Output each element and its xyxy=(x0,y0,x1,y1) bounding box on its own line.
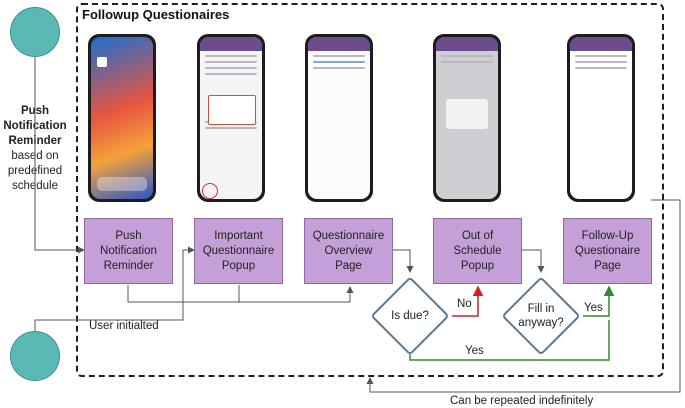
is-due-decision: Is due? xyxy=(370,276,450,356)
phone-form xyxy=(567,34,635,202)
phone-home-screen xyxy=(88,34,156,202)
schedule-popup xyxy=(446,99,488,129)
dock xyxy=(97,177,147,191)
phone-popup xyxy=(433,34,501,202)
phone-notice xyxy=(197,34,265,202)
frame-title: Followup Questionaires xyxy=(82,7,230,22)
start-circle-top xyxy=(10,7,60,57)
followup-frame xyxy=(76,3,664,377)
no-label: No xyxy=(457,298,472,310)
yes-right-label: Yes xyxy=(584,302,603,314)
yes-bottom-label: Yes xyxy=(465,345,484,357)
start-circle-bottom xyxy=(10,331,60,381)
app-icon xyxy=(97,57,107,67)
user-initiated-label: User initialted xyxy=(89,320,159,332)
phone-questionnaire xyxy=(305,34,373,202)
attention-popup xyxy=(208,95,256,125)
highlight-circle xyxy=(202,183,218,199)
repeat-label: Can be repeated indefinitely xyxy=(450,395,594,407)
